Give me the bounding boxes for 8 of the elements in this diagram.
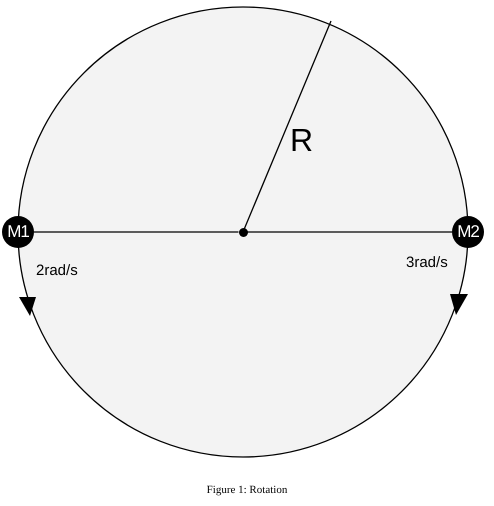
angular-speed-label: 2rad/s bbox=[36, 262, 78, 279]
figure-caption: Figure 1: Rotation bbox=[206, 484, 288, 496]
diameter-line bbox=[34, 231, 238, 233]
diameter-line bbox=[248, 231, 452, 233]
angular-speed-label: 3rad/s bbox=[406, 254, 448, 271]
point-marker: M1 bbox=[2, 216, 34, 248]
radius-label: R bbox=[290, 122, 314, 159]
point-marker: M2 bbox=[452, 216, 484, 248]
